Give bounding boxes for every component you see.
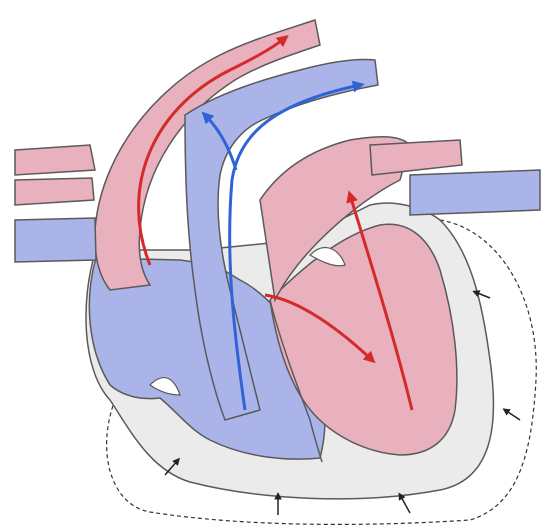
pressure-arrow — [505, 410, 520, 420]
pressure-arrow — [400, 495, 410, 513]
aortic-branch-upper — [15, 145, 95, 175]
aortic-branch-lower — [15, 178, 94, 205]
pulmonary-vein-right-pink — [370, 140, 462, 175]
vena-cava — [15, 218, 96, 262]
pulmonary-artery-right-blue — [410, 170, 540, 215]
